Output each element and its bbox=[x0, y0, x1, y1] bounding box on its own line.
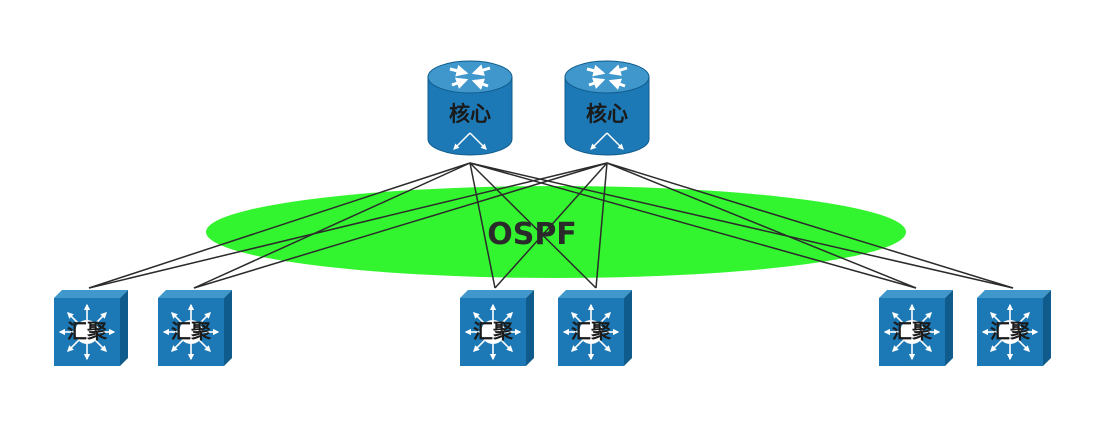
switch-arrow bbox=[500, 339, 513, 352]
switch-arrow bbox=[473, 312, 486, 325]
switch-arrow bbox=[500, 312, 513, 325]
switch-arrow bbox=[598, 339, 611, 352]
link-core-1-agg-6 bbox=[469, 162, 1014, 289]
switch-arrow bbox=[919, 339, 932, 352]
core-router-2-label: 核心 bbox=[586, 102, 628, 126]
link-core-1-agg-1 bbox=[88, 162, 471, 289]
link-core-1-agg-2 bbox=[193, 162, 471, 289]
switch-arrow bbox=[990, 339, 1003, 352]
link-core-2-agg-5 bbox=[606, 162, 917, 289]
router-arrow bbox=[608, 64, 628, 76]
switch-arrow bbox=[990, 312, 1003, 325]
aggregation-switch-5[interactable]: 汇聚 bbox=[879, 290, 953, 366]
switch-arrow bbox=[198, 312, 211, 325]
switch-arrow bbox=[571, 339, 584, 352]
core-router-1-label: 核心 bbox=[449, 102, 491, 126]
router-arrow bbox=[453, 132, 471, 150]
link-core-2-agg-1 bbox=[88, 162, 608, 289]
aggregation-switch-3-label: 汇聚 bbox=[473, 319, 514, 343]
aggregation-switch-2[interactable]: 汇聚 bbox=[158, 290, 232, 366]
ospf-area bbox=[206, 186, 906, 278]
core-router-1[interactable]: 核心 bbox=[427, 60, 513, 156]
aggregation-switch-3[interactable]: 汇聚 bbox=[460, 290, 534, 366]
router-arrow bbox=[471, 78, 489, 90]
router-arrow bbox=[608, 78, 626, 90]
aggregation-switch-6-label: 汇聚 bbox=[990, 319, 1031, 343]
multilayer-switch-icon bbox=[879, 290, 953, 366]
router-arrow bbox=[451, 77, 469, 89]
router-icon bbox=[564, 60, 650, 156]
link-core-1-agg-4 bbox=[469, 162, 597, 289]
link-core-1-agg-3 bbox=[469, 162, 496, 289]
switch-arrow bbox=[94, 339, 107, 352]
switch-arrow bbox=[67, 312, 80, 325]
router-arrow bbox=[590, 132, 608, 150]
switch-arrow bbox=[919, 312, 932, 325]
links-layer bbox=[88, 162, 1014, 289]
switch-arrow bbox=[571, 312, 584, 325]
aggregation-switch-1[interactable]: 汇聚 bbox=[54, 290, 128, 366]
link-core-1-agg-5 bbox=[469, 162, 917, 289]
switch-arrow bbox=[598, 312, 611, 325]
multilayer-switch-icon bbox=[158, 290, 232, 366]
router-arrow bbox=[471, 64, 491, 76]
switch-arrow bbox=[473, 339, 486, 352]
aggregation-switch-4[interactable]: 汇聚 bbox=[558, 290, 632, 366]
multilayer-switch-icon bbox=[558, 290, 632, 366]
multilayer-switch-icon bbox=[460, 290, 534, 366]
switch-arrow bbox=[1017, 312, 1030, 325]
aggregation-switch-4-label: 汇聚 bbox=[571, 319, 612, 343]
switch-arrow bbox=[892, 339, 905, 352]
switch-arrow bbox=[198, 339, 211, 352]
switch-arrow bbox=[94, 312, 107, 325]
router-arrow bbox=[586, 64, 606, 77]
ospf-ellipse bbox=[206, 186, 906, 278]
aggregation-switch-2-label: 汇聚 bbox=[171, 319, 212, 343]
router-arrow bbox=[469, 132, 487, 150]
link-core-2-agg-2 bbox=[193, 162, 608, 289]
ospf-label: OSPF bbox=[487, 217, 577, 252]
switch-arrow bbox=[171, 339, 184, 352]
switch-arrow bbox=[1017, 339, 1030, 352]
aggregation-switch-1-label: 汇聚 bbox=[67, 319, 108, 343]
aggregation-switch-5-label: 汇聚 bbox=[892, 319, 933, 343]
router-icon bbox=[427, 60, 513, 156]
switch-arrow bbox=[67, 339, 80, 352]
router-arrow bbox=[588, 77, 606, 89]
switch-arrow bbox=[892, 312, 905, 325]
link-core-2-agg-3 bbox=[494, 162, 608, 289]
router-arrow bbox=[606, 132, 624, 150]
link-core-2-agg-6 bbox=[606, 162, 1014, 289]
aggregation-switch-6[interactable]: 汇聚 bbox=[977, 290, 1051, 366]
router-arrow bbox=[449, 64, 469, 77]
link-core-2-agg-4 bbox=[595, 162, 608, 289]
multilayer-switch-icon bbox=[977, 290, 1051, 366]
switch-arrow bbox=[171, 312, 184, 325]
core-router-2[interactable]: 核心 bbox=[564, 60, 650, 156]
multilayer-switch-icon bbox=[54, 290, 128, 366]
